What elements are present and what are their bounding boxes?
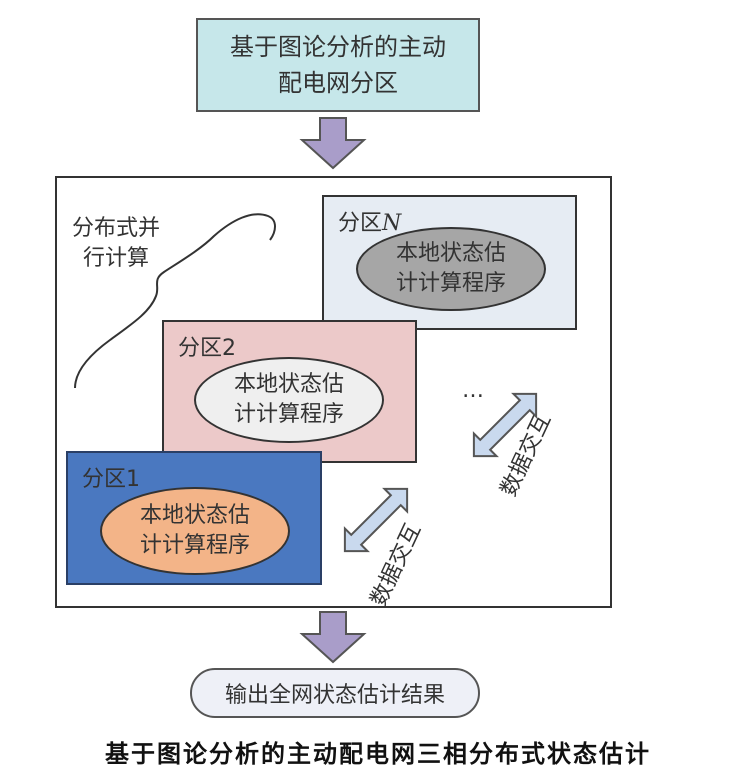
more-partitions-ellipsis: …	[462, 378, 484, 403]
down-arrow-1-icon	[299, 117, 367, 170]
partition-2-label: 分区2	[178, 336, 236, 361]
partition-1-program: 本地状态估 计计算程序	[100, 487, 290, 575]
partition-n-box: 分区N 本地状态估 计计算程序	[322, 195, 577, 330]
partition-n-program: 本地状态估 计计算程序	[356, 227, 546, 311]
double-arrow-1-icon	[343, 487, 409, 553]
partition-method-box: 基于图论分析的主动 配电网分区	[196, 18, 480, 112]
double-arrow-2-icon	[472, 392, 538, 458]
partition-n-label: 分区N	[338, 211, 402, 236]
partition-2-program: 本地状态估 计计算程序	[194, 357, 384, 443]
output-result-box: 输出全网状态估计结果	[190, 668, 480, 718]
partition-method-line2: 配电网分区	[278, 69, 398, 97]
figure-caption: 基于图论分析的主动配电网三相分布式状态估计	[105, 740, 651, 768]
partition-1-box: 分区1 本地状态估 计计算程序	[66, 451, 322, 585]
partition-1-label: 分区1	[82, 467, 140, 492]
distributed-parallel-label: 分布式并 行计算	[72, 216, 161, 271]
partition-method-line1: 基于图论分析的主动	[230, 33, 446, 61]
curly-brace-icon	[74, 213, 276, 389]
down-arrow-2-icon	[299, 611, 367, 664]
